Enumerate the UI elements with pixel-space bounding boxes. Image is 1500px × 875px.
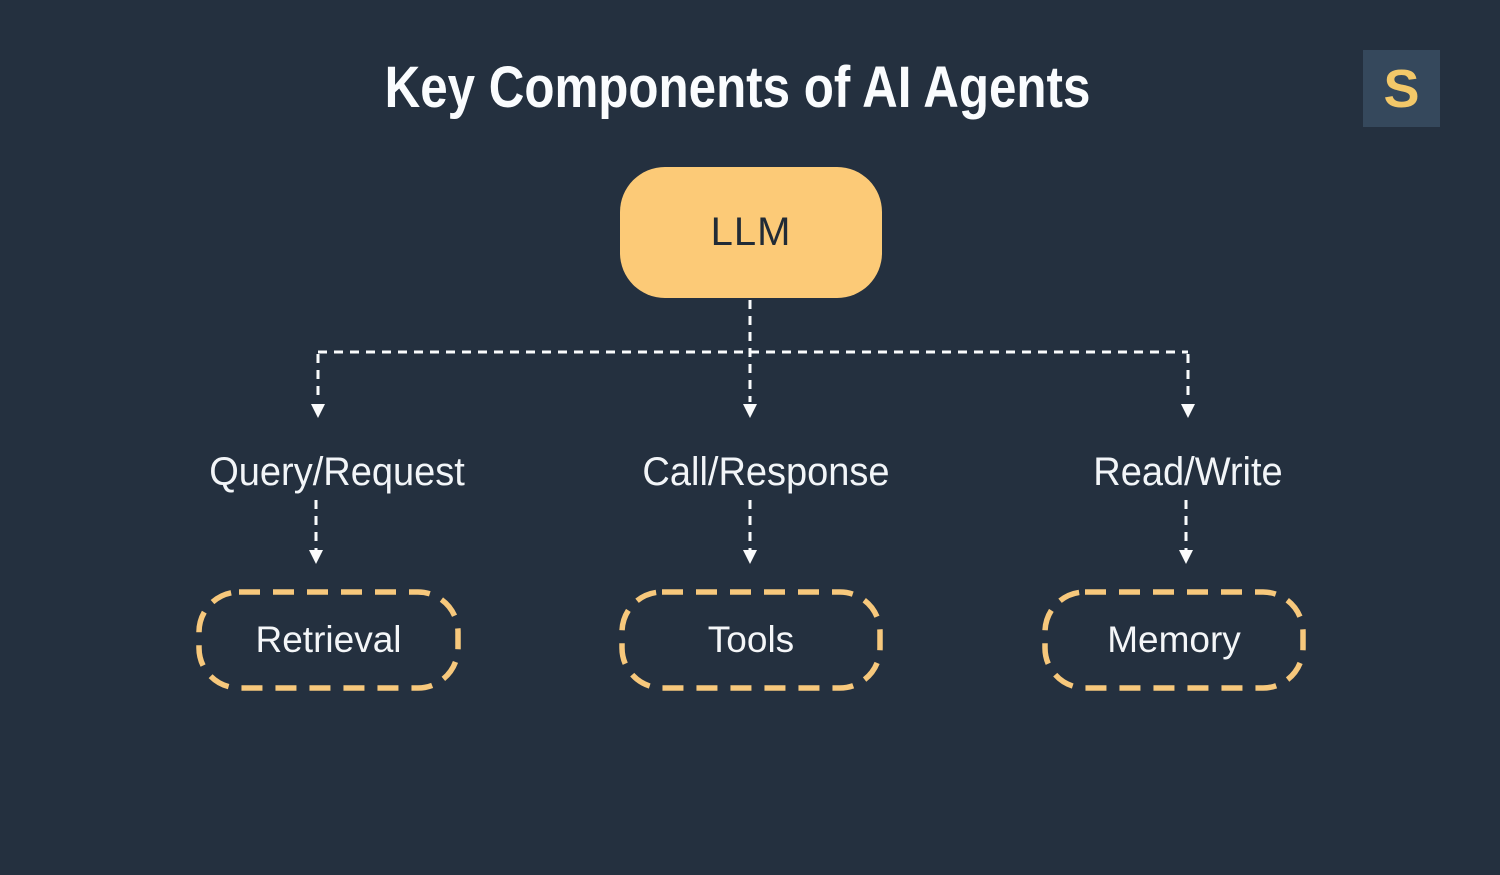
brand-logo: S	[1363, 50, 1440, 127]
llm-node: LLM	[620, 167, 882, 298]
arrowhead-left	[743, 404, 757, 418]
edge-label-read-write: Read/Write	[1093, 450, 1283, 494]
arrowhead-tools	[743, 550, 757, 564]
tools-node-label: Tools	[707, 619, 795, 660]
retrieval-node-label: Retrieval	[255, 619, 402, 660]
edge-label-call-response: Call/Response	[642, 450, 890, 494]
arrowhead-read	[1181, 404, 1195, 418]
arrowhead-retrieval	[309, 550, 323, 564]
llm-node-label: LLM	[710, 210, 792, 254]
arrowhead-query	[311, 404, 325, 418]
brand-logo-letter: S	[1383, 58, 1420, 119]
page-title: Key Components of AI Agents	[384, 55, 1091, 120]
memory-node-label: Memory	[1107, 619, 1241, 660]
arrowhead-memory	[1179, 550, 1193, 564]
edge-label-query-request: Query/Request	[209, 450, 465, 494]
